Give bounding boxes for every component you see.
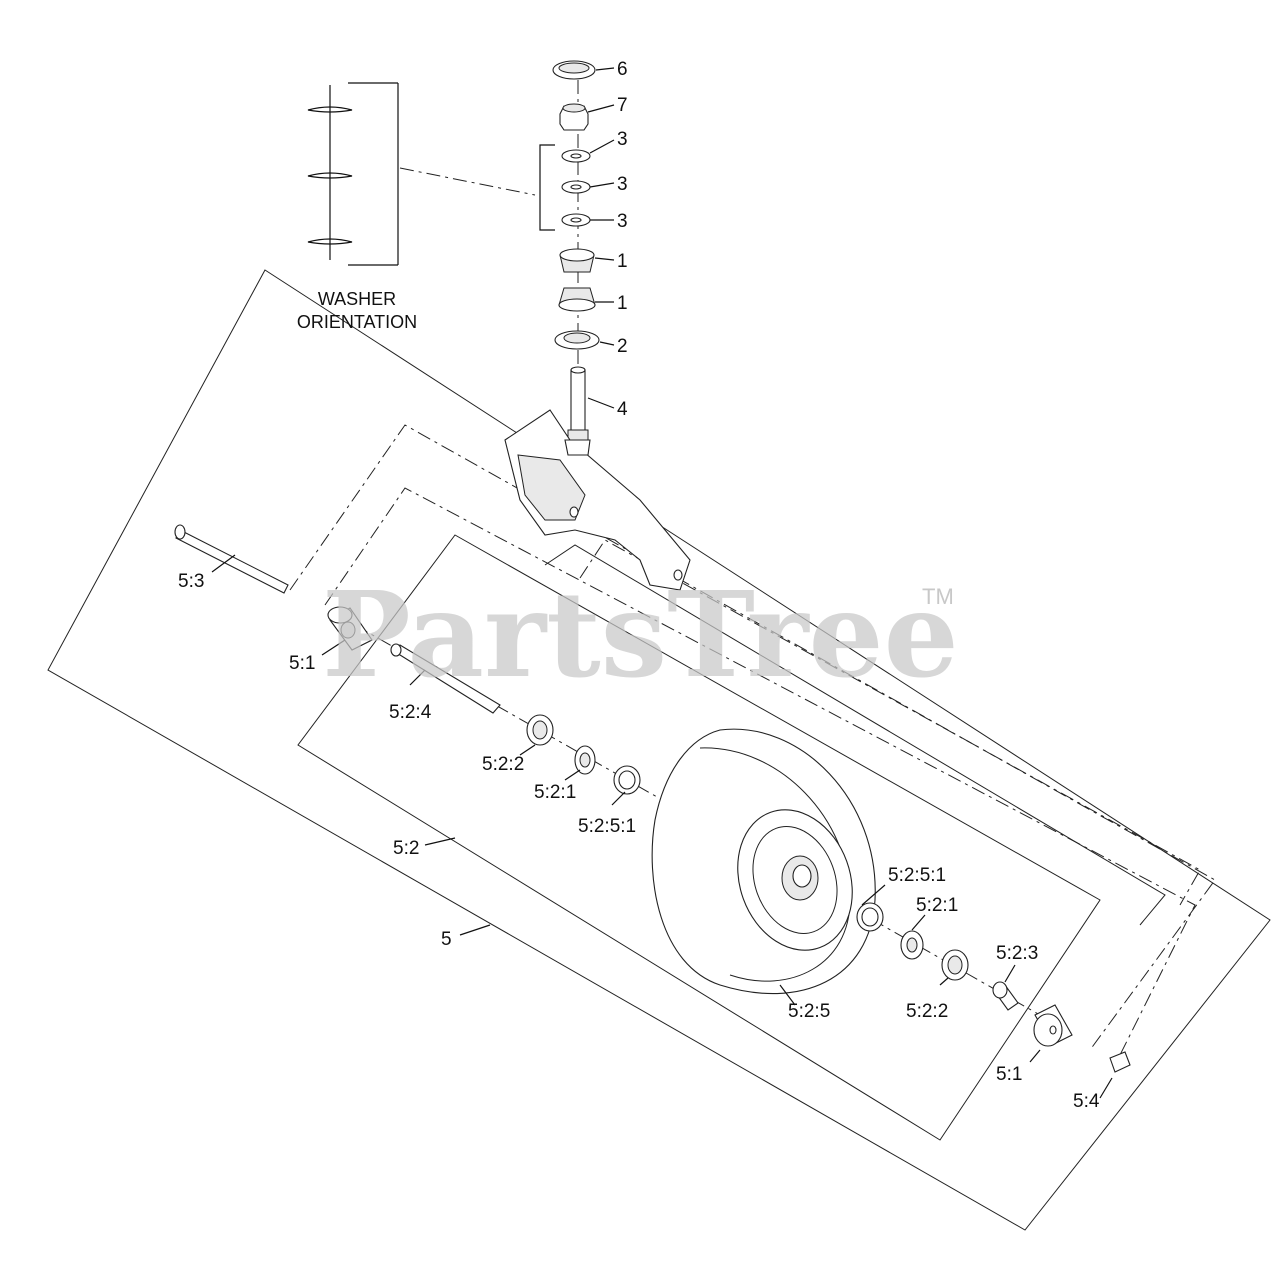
leader-lines [211, 67, 1113, 1099]
callout-7: 7 [617, 95, 628, 116]
watermark-text: PartsTree [322, 565, 959, 704]
bearing-cup-5-2-2-left [526, 714, 554, 746]
washer-3-b [561, 180, 591, 194]
spacer-5-2-3 [992, 981, 1019, 1011]
callout-5-2-2-right: 5:2:2 [906, 1001, 948, 1022]
lock-nut-7 [559, 103, 589, 131]
callout-5-2: 5:2 [393, 838, 419, 859]
washer-profile-2 [307, 172, 353, 179]
callout-1-a: 1 [617, 251, 628, 272]
bearing-1-b [558, 287, 596, 312]
bearing-race-5-2-5-1-left [613, 765, 641, 795]
callout-5-3: 5:3 [178, 571, 204, 592]
callout-3-c: 3 [617, 211, 628, 232]
spindle-stack [552, 60, 600, 441]
dust-cap-6 [552, 60, 596, 80]
callout-3-a: 3 [617, 129, 628, 150]
axis-line-mid [324, 487, 1196, 1056]
washer-profile-3 [307, 238, 353, 245]
axis-line-right [579, 539, 1201, 906]
watermark: PartsTree TM [322, 565, 959, 704]
assembly-link-line [544, 544, 1166, 926]
callout-5-4: 5:4 [1073, 1091, 1100, 1112]
callout-5-2-2-left: 5:2:2 [482, 754, 524, 775]
callout-5-2-4: 5:2:4 [389, 702, 432, 723]
seal-2 [554, 330, 600, 350]
callout-5-2-5: 5:2:5 [788, 1001, 830, 1022]
callout-5-2-5-1-left: 5:2:5:1 [578, 816, 636, 837]
callout-5-2-5-1-right: 5:2:5:1 [888, 865, 946, 886]
assembly-5-2-outline [297, 534, 1101, 1141]
washer-3-c [561, 213, 591, 227]
washer-3-a [561, 149, 591, 163]
callout-6: 6 [617, 59, 628, 80]
callout-2: 2 [617, 336, 628, 357]
spindle-4 [567, 366, 589, 441]
callout-5-2-1-left: 5:2:1 [534, 782, 576, 803]
spacer-5-1-left [327, 606, 373, 651]
bearing-race-5-2-5-1-right [856, 902, 884, 932]
assembly-outlines [47, 269, 1271, 1231]
washer-leader-dash [399, 167, 536, 196]
washer-bracket [539, 144, 555, 231]
washer-orientation-detail: WASHER ORIENTATION [297, 82, 555, 332]
bearing-cone-5-2-1-right [900, 930, 924, 960]
watermark-trademark: TM [922, 584, 954, 609]
axis-line-left [289, 424, 1216, 1051]
callouts: 6 7 3 3 3 1 1 2 4 5:3 5:1 5:2:4 5:2:2 5:… [178, 59, 1100, 1112]
callout-5-1-left: 5:1 [289, 653, 315, 674]
washer-profile-1 [307, 106, 353, 113]
bearing-cup-5-2-2-right [941, 949, 969, 981]
assembly-5-outline [47, 269, 1271, 1231]
caster-fork [504, 409, 691, 591]
spacer-5-1-right [1033, 1004, 1073, 1047]
callout-5-1-right: 5:1 [996, 1064, 1022, 1085]
bearing-1-a [559, 248, 595, 273]
callout-4: 4 [617, 399, 628, 420]
washer-note-line-2: ORIENTATION [297, 312, 417, 332]
callout-5: 5 [441, 929, 452, 950]
washer-note-line-1: WASHER [318, 289, 396, 309]
callout-1-b: 1 [617, 293, 628, 314]
callout-5-2-3: 5:2:3 [996, 943, 1038, 964]
wheel-assembly-5-2-5 [651, 728, 876, 995]
axle-bolt-5-3 [174, 524, 289, 594]
axle-tube-5-2-4 [390, 643, 501, 714]
nut-5-4 [1109, 1051, 1131, 1073]
callout-5-2-1-right: 5:2:1 [916, 895, 958, 916]
callout-3-b: 3 [617, 174, 628, 195]
bearing-cone-5-2-1-left [574, 745, 596, 775]
